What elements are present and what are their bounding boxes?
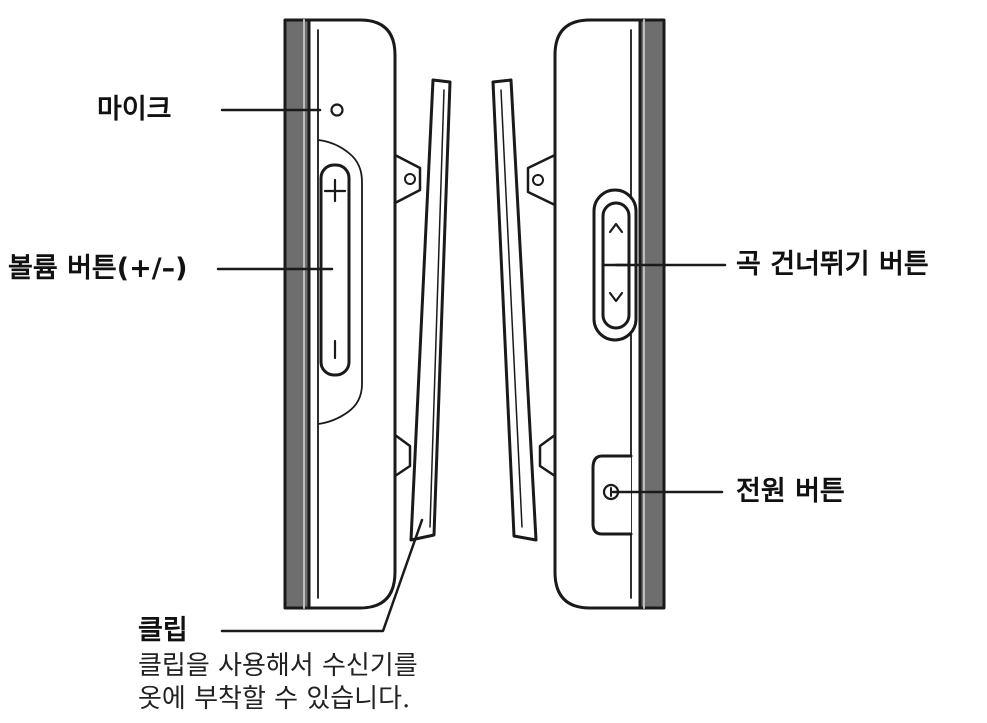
clip-description: 클립을 사용해서 수신기를 옷에 부착할 수 있습니다.	[138, 650, 418, 716]
power-label: 전원 버튼	[736, 476, 845, 507]
clip-description-line-2: 옷에 부착할 수 있습니다.	[138, 684, 411, 714]
mic-label: 마이크	[97, 94, 172, 125]
right-clip-edge	[500, 89, 523, 528]
clip-label: 클립	[138, 615, 188, 646]
clip-description-line-1: 클립을 사용해서 수신기를	[138, 651, 418, 681]
clip-leader-line	[220, 518, 424, 633]
power-button	[591, 454, 633, 536]
right-clip	[491, 78, 538, 542]
left-hinge-top	[393, 153, 422, 205]
left-clip	[409, 78, 452, 542]
right-hinge-bottom	[538, 433, 557, 478]
skip-label: 곡 건너뛰기 버튼	[736, 249, 929, 280]
microphone-hole	[330, 103, 344, 117]
left-hinge-bottom	[393, 433, 412, 478]
left-clip-edge	[429, 89, 445, 528]
right-hinge-top	[526, 153, 557, 207]
volume-label: 볼륨 버튼(+/–)	[8, 253, 188, 284]
